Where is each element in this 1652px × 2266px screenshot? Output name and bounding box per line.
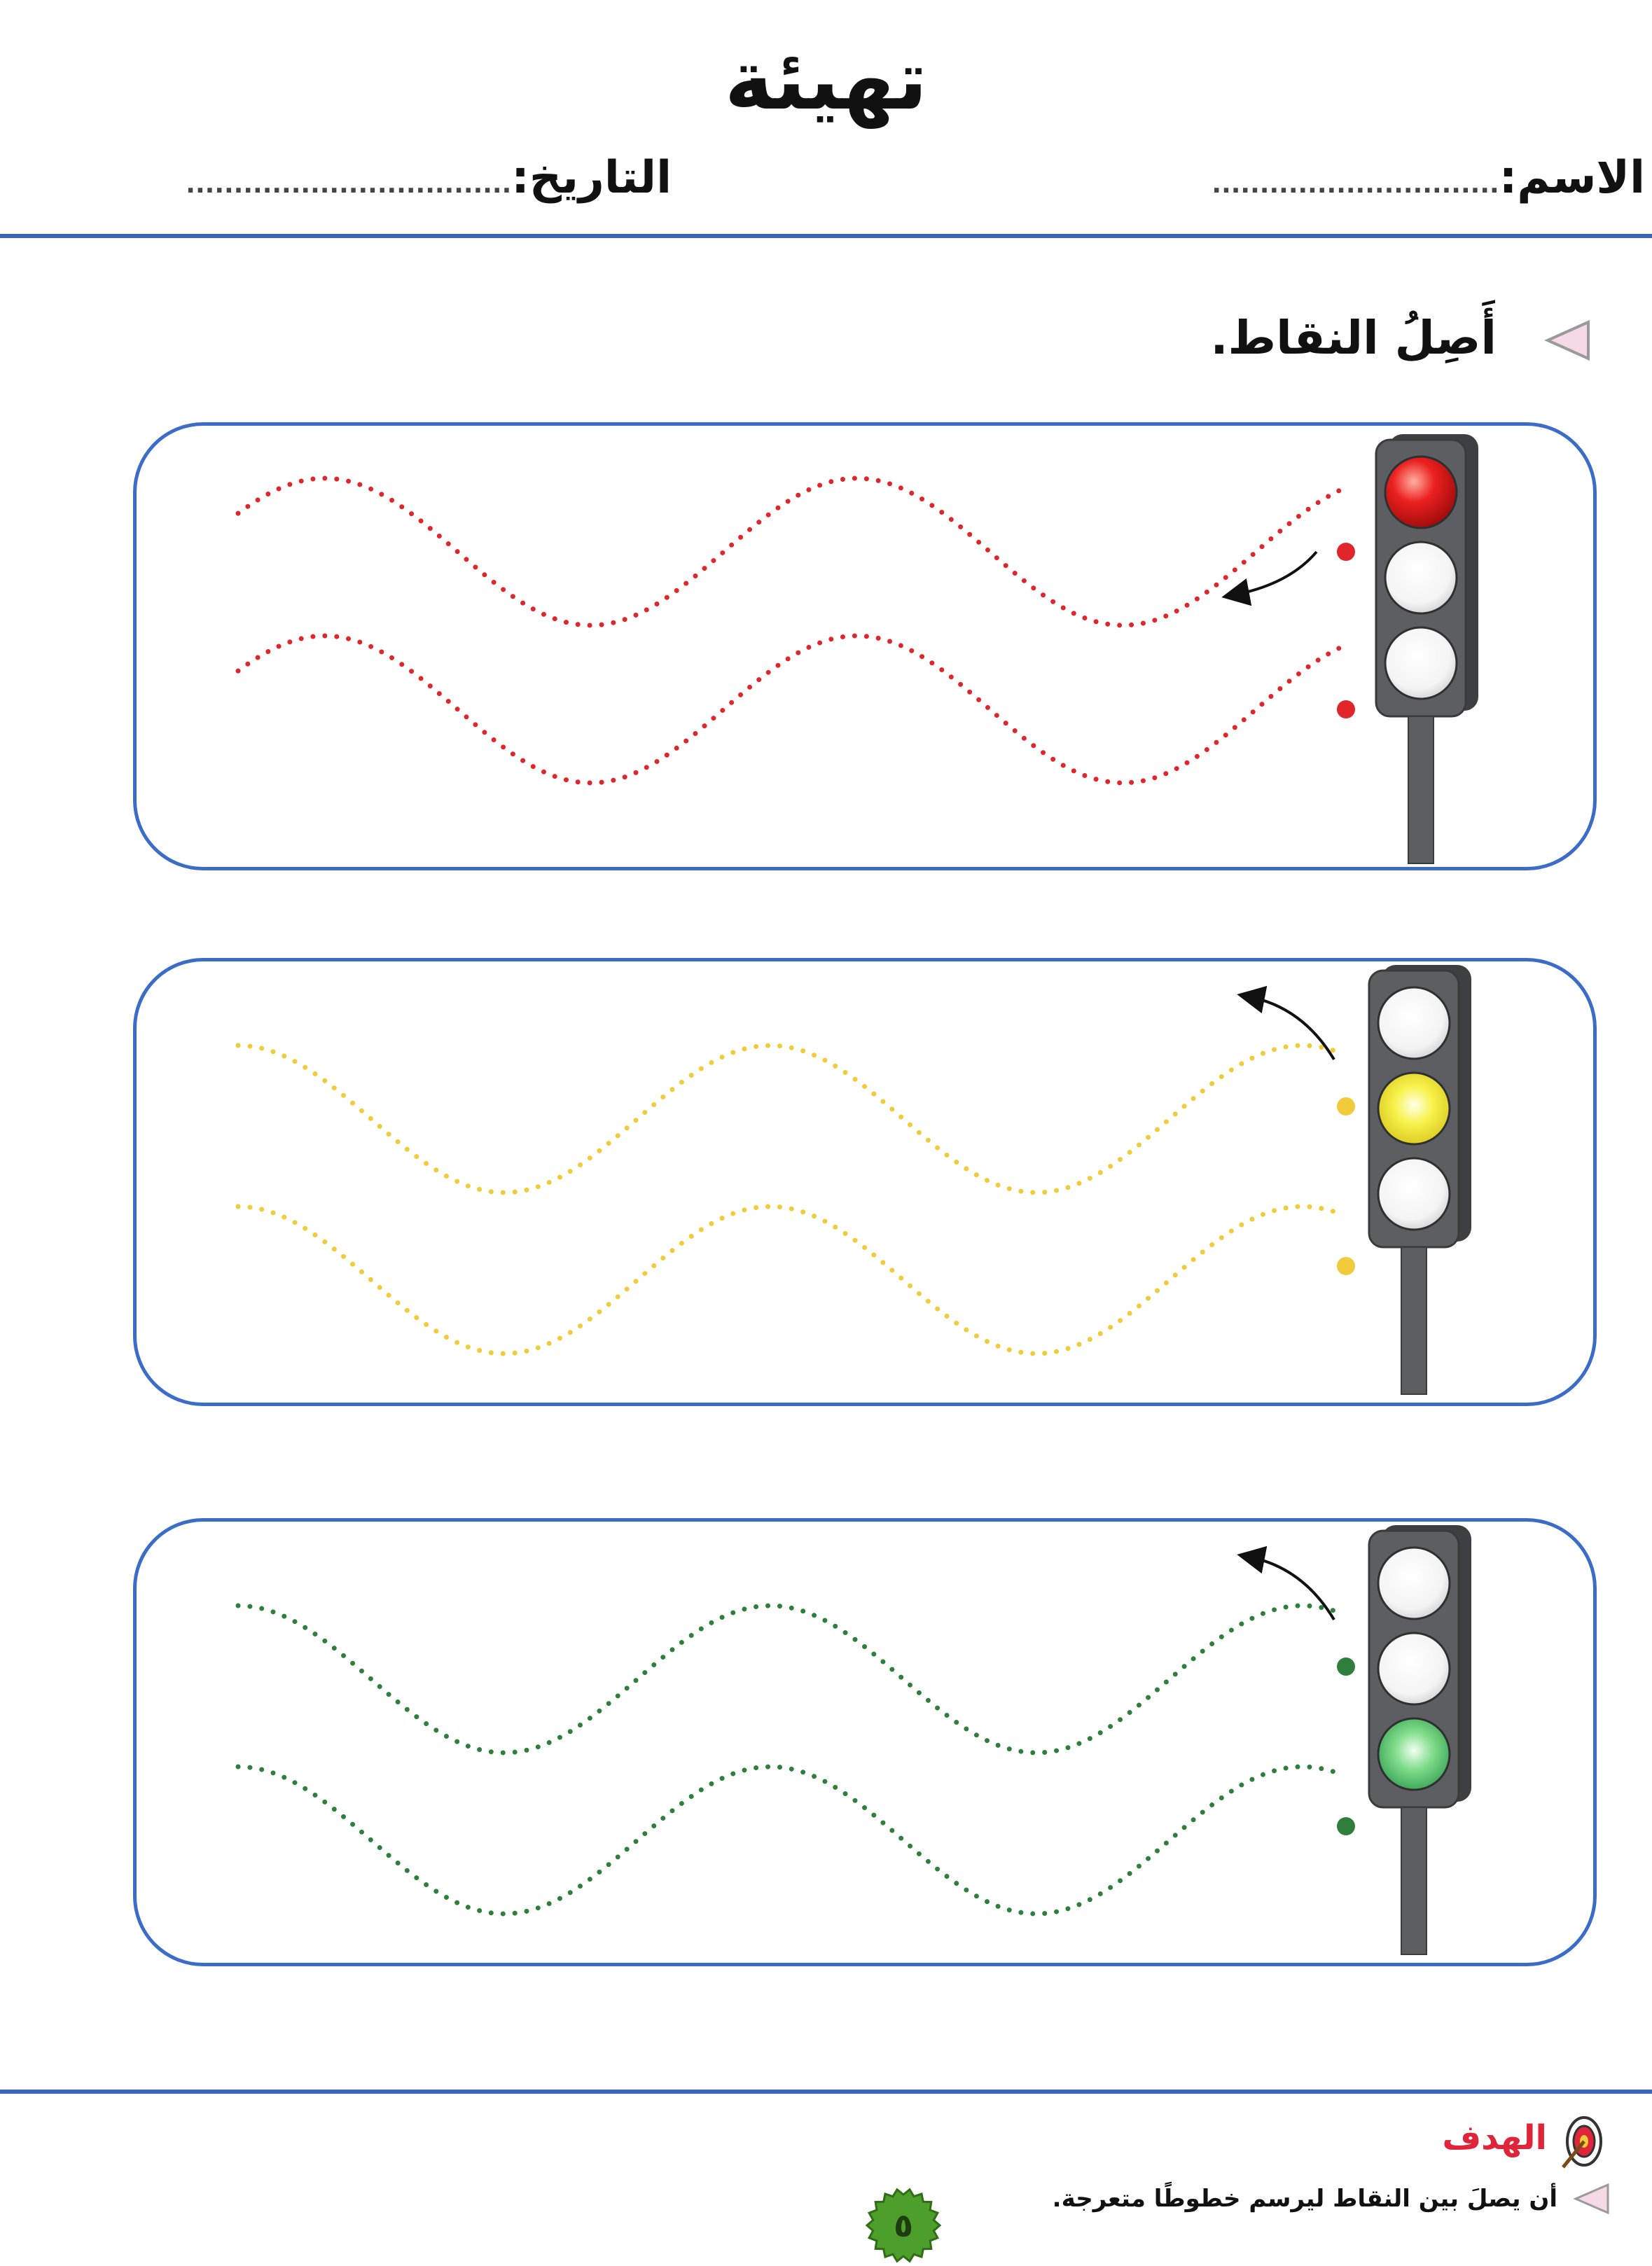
start-dot <box>1337 1657 1355 1676</box>
name-field[interactable]: الاسم:.............................. <box>1212 155 1645 200</box>
exercise-panel-yellow <box>133 958 1597 1406</box>
date-dots: .................................. <box>186 170 512 199</box>
date-label: التاريخ: <box>511 152 672 204</box>
footer-rule <box>0 2090 1652 2094</box>
goal-title: الهدف <box>1442 2118 1547 2157</box>
name-label: الاسم: <box>1499 152 1645 204</box>
direction-arrow-icon <box>1237 1545 1335 1621</box>
signal-lamp-yellow <box>1384 541 1458 615</box>
traffic-light-pole <box>1401 1807 1427 1955</box>
dotted-path <box>235 1204 1346 1356</box>
dotted-path <box>235 475 1346 628</box>
signal-lamp-red <box>1384 455 1458 529</box>
page-title: تهيئة <box>724 32 928 128</box>
date-field[interactable]: التاريخ:................................… <box>186 155 672 200</box>
name-dots: .............................. <box>1212 170 1499 199</box>
goal-text: أن يصلَ بين النقاط ليرسم خطوطًا متعرجة. <box>1052 2185 1557 2213</box>
start-dot <box>1337 1097 1355 1115</box>
start-dot <box>1337 1817 1355 1835</box>
start-dot <box>1337 1257 1355 1275</box>
direction-arrow-icon <box>1237 985 1335 1061</box>
signal-lamp-green <box>1384 626 1458 700</box>
start-dot <box>1337 700 1355 718</box>
dotted-path <box>235 1043 1346 1195</box>
start-dot <box>1337 543 1355 561</box>
signal-lamp-red <box>1377 986 1451 1060</box>
signal-lamp-red <box>1377 1546 1451 1620</box>
dotted-path <box>235 633 1346 786</box>
signal-lamp-yellow <box>1377 1071 1451 1146</box>
traffic-light-pole <box>1401 1246 1427 1395</box>
direction-arrow-icon <box>1221 550 1318 606</box>
signal-lamp-green <box>1377 1157 1451 1231</box>
page-number: ٥ <box>893 2206 914 2244</box>
header-rule <box>0 234 1652 238</box>
exercise-panel-red <box>133 422 1597 870</box>
instruction-text: أَصِلُ النقاط. <box>1210 311 1497 365</box>
signal-lamp-yellow <box>1377 1632 1451 1706</box>
dotted-path <box>235 1603 1346 1756</box>
exercise-panel-green <box>133 1518 1597 1966</box>
dotted-path <box>235 1764 1346 1917</box>
traffic-light-pole <box>1408 716 1434 864</box>
signal-lamp-green <box>1377 1717 1451 1791</box>
